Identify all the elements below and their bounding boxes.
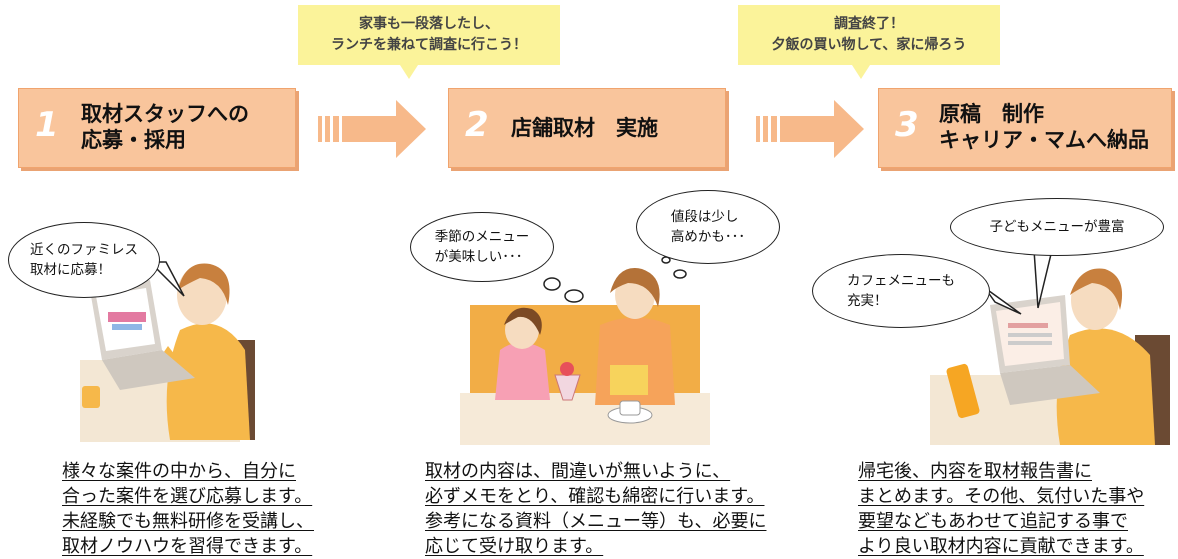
step-3-title-line2: キャリア・マムへ納品 — [939, 128, 1149, 152]
description-step3-line2: まとめます。その他、気付いた事や — [858, 486, 1145, 507]
description-step1: 様々な案件の中から、自分に 合った案件を選び応募します。 未経験でも無料研修を受… — [62, 459, 362, 559]
speech-bubble-step2-left-line1: 季節のメニュー — [434, 229, 530, 245]
speech-bubble-step2-right: 値段は少し 高めかも･･･ — [636, 190, 780, 264]
speech-bubble-step3-top: 子どもメニューが豊富 — [950, 198, 1164, 256]
description-step2: 取材の内容は、間違いが無いように、 必ずメモをとり、確認も綿密に行います。 参考… — [425, 459, 797, 559]
description-step2-line1: 取材の内容は、間違いが無いように、 — [425, 461, 731, 482]
illustration-woman-laptop — [80, 263, 255, 442]
callout-finished: 調査終了！ 夕飯の買い物して、家に帰ろう — [738, 5, 1000, 65]
callout-lunch-tail — [400, 65, 418, 79]
description-step2-line2: 必ずメモをとり、確認も綿密に行います。 — [425, 486, 765, 507]
callout-finished-line2: 夕飯の買い物して、家に帰ろう — [771, 37, 967, 53]
speech-bubble-step3-left: カフェメニューも 充実！ — [812, 254, 990, 328]
callout-finished-tail — [852, 65, 870, 79]
step-1-title-line2: 応募・採用 — [81, 128, 186, 152]
bubble-step3-top-tail — [1033, 249, 1053, 309]
description-step1-line2: 合った案件を選び応募します。 — [62, 486, 313, 507]
step-3-title: 原稿 制作 キャリア・マムへ納品 — [939, 101, 1149, 153]
speech-bubble-step2-left: 季節のメニュー が美味しい･･･ — [410, 212, 554, 282]
speech-bubble-step1-line2: 取材に応募！ — [30, 262, 111, 278]
bubble-step3-left-tail — [984, 287, 1022, 315]
callout-lunch: 家事も一段落したし、 ランチを兼ねて調査に行こう！ — [298, 5, 560, 65]
speech-bubble-step1: 近くのファミレス 取材に応募！ — [8, 222, 160, 298]
speech-bubble-step1-line1: 近くのファミレス — [30, 242, 138, 258]
description-step3-line1: 帰宅後、内容を取材報告書に — [858, 461, 1092, 482]
illustration-woman-report — [930, 268, 1170, 445]
description-step1-line4: 取材ノウハウを習得できます。 — [62, 536, 313, 557]
description-step1-line3: 未経験でも無料研修を受講し、 — [62, 511, 314, 532]
callout-lunch-line2: ランチを兼ねて調査に行こう！ — [331, 37, 527, 53]
description-step3: 帰宅後、内容を取材報告書に まとめます。その他、気付いた事や 要望などもあわせて… — [858, 459, 1178, 559]
speech-bubble-step2-right-line2: 高めかも･･･ — [670, 229, 746, 245]
step-3-number: 3 — [895, 105, 919, 145]
callout-finished-line1: 調査終了！ — [834, 16, 904, 32]
speech-bubble-step2-left-line2: が美味しい･･･ — [434, 249, 523, 265]
arrow-2-to-3 — [756, 100, 864, 158]
step-1-number: 1 — [35, 105, 59, 145]
description-step3-line3: 要望などもあわせて追記する事で — [858, 511, 1128, 532]
step-2-number: 2 — [465, 105, 489, 145]
speech-bubble-step3-left-line2: 充実！ — [847, 293, 888, 309]
description-step1-line1: 様々な案件の中から、自分に — [62, 461, 296, 482]
arrow-1-to-2 — [318, 100, 426, 158]
thought-dots — [543, 256, 687, 303]
description-step2-line3: 参考になる資料（メニュー等）も、必要に — [425, 511, 767, 532]
step-2-title-line1: 店舗取材 実施 — [511, 116, 658, 140]
illustration-mother-daughter-cafe — [460, 268, 710, 445]
speech-bubble-step3-left-line1: カフェメニューも — [847, 273, 955, 289]
step-3-title-line1: 原稿 制作 — [939, 102, 1044, 126]
speech-bubble-step3-top-line1: 子どもメニューが豊富 — [989, 219, 1125, 235]
step-1-box: 1 取材スタッフへの 応募・採用 — [18, 88, 296, 168]
step-3-box: 3 原稿 制作 キャリア・マムへ納品 — [878, 88, 1172, 168]
step-2-title: 店舗取材 実施 — [511, 115, 658, 141]
step-1-title-line1: 取材スタッフへの — [81, 102, 249, 126]
step-1-title: 取材スタッフへの 応募・採用 — [81, 101, 249, 153]
description-step3-line4: より良い取材内容に貢献できます。 — [858, 536, 1144, 557]
description-step2-line4: 応じて受け取ります。 — [425, 536, 604, 557]
speech-bubble-step2-right-line1: 値段は少し — [670, 209, 739, 225]
callout-lunch-line1: 家事も一段落したし、 — [359, 16, 499, 32]
step-2-box: 2 店舗取材 実施 — [448, 88, 726, 168]
